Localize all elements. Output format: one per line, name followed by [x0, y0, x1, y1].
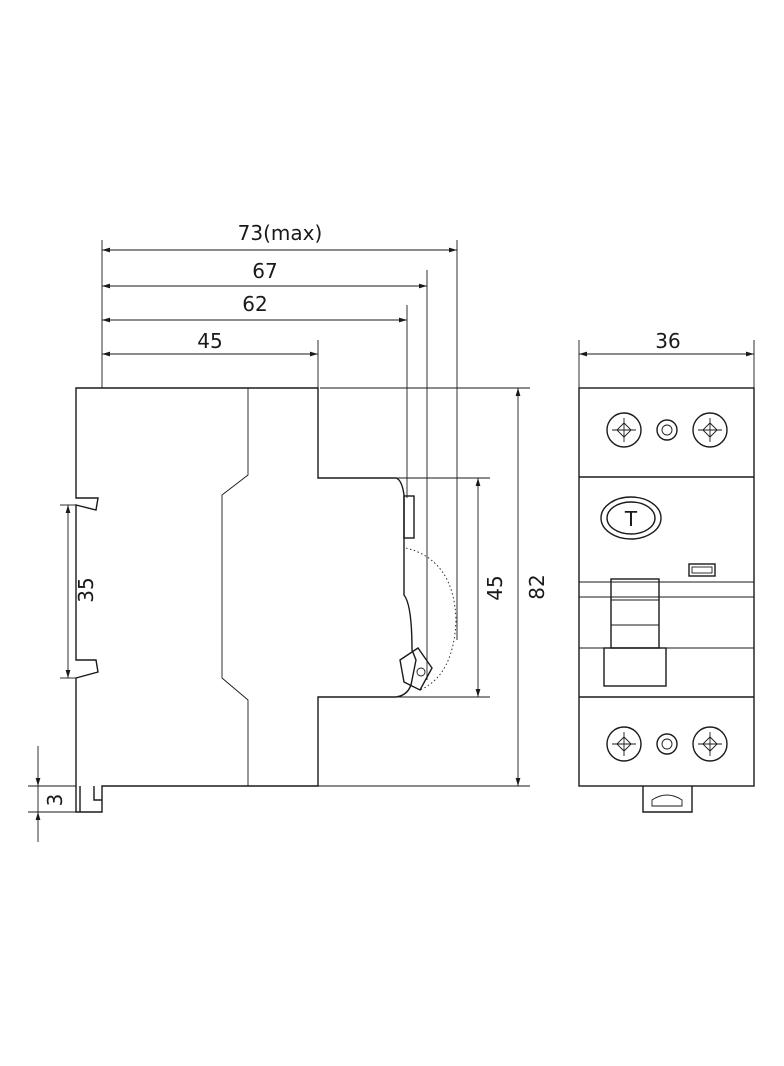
- toggle-handle: [399, 647, 433, 691]
- label-82: 82: [525, 574, 549, 599]
- label-36: 36: [655, 329, 680, 353]
- front-toggle-lever: [603, 578, 667, 687]
- label-45-front: 45: [483, 575, 507, 600]
- front-view: 36 T: [578, 329, 755, 813]
- test-button-label: T: [624, 507, 638, 531]
- label-67: 67: [252, 259, 277, 283]
- side-inner-profile: [221, 388, 249, 786]
- terminal-screw-top-right: [692, 412, 728, 448]
- label-62: 62: [242, 292, 267, 316]
- terminal-screw-bottom-left: [606, 726, 642, 762]
- side-body-outline: [75, 387, 417, 813]
- status-window: [688, 563, 716, 577]
- toggle-pivot: [416, 667, 426, 677]
- label-35: 35: [74, 577, 98, 602]
- toggle-lever: [403, 495, 415, 539]
- label-3: 3: [43, 794, 67, 807]
- test-button: T: [600, 496, 662, 540]
- side-view: 73(max) 67 62 45 35 45 82 3: [28, 221, 549, 842]
- terminal-screw-top-left: [606, 412, 642, 448]
- label-45-width: 45: [197, 329, 222, 353]
- din-clip: [79, 786, 102, 812]
- indicator-hole-top: [656, 419, 678, 441]
- front-din-clip: [642, 786, 693, 813]
- terminal-screw-bottom-right: [692, 726, 728, 762]
- front-body-outline: [578, 387, 755, 787]
- indicator-hole-bottom: [656, 733, 678, 755]
- label-73max: 73(max): [238, 221, 323, 245]
